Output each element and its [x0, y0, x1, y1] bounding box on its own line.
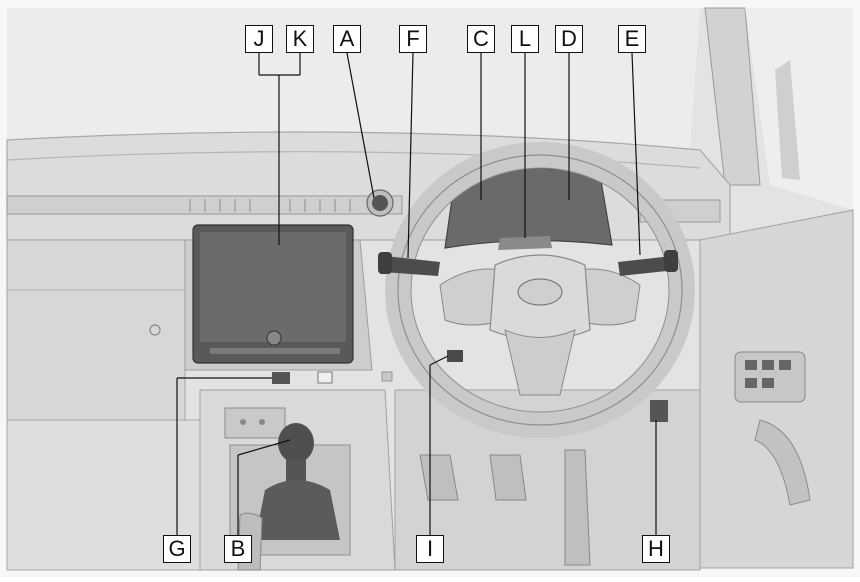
callout-e: E [618, 25, 646, 53]
callout-k: K [286, 25, 314, 53]
gear-knob [278, 423, 314, 463]
callout-l: L [511, 25, 539, 53]
callout-c: C [467, 25, 495, 53]
brand-emblem [518, 279, 562, 305]
pedal-accelerator [565, 450, 590, 565]
passenger-dash [7, 240, 185, 420]
callout-i: I [416, 535, 444, 563]
column-switch [447, 350, 463, 362]
callout-f: F [399, 25, 427, 53]
callout-b: B [224, 535, 252, 563]
callout-g: G [163, 535, 191, 563]
pedal-brake [490, 455, 526, 500]
callout-h: H [642, 535, 670, 563]
hazard-switch [272, 372, 290, 384]
window-switches [735, 352, 805, 402]
callout-d: D [555, 25, 583, 53]
cluster-center-display [498, 236, 552, 250]
shift-boot [255, 480, 340, 540]
callout-j: J [245, 25, 273, 53]
callout-a: A [333, 25, 361, 53]
hood-release [650, 400, 668, 422]
